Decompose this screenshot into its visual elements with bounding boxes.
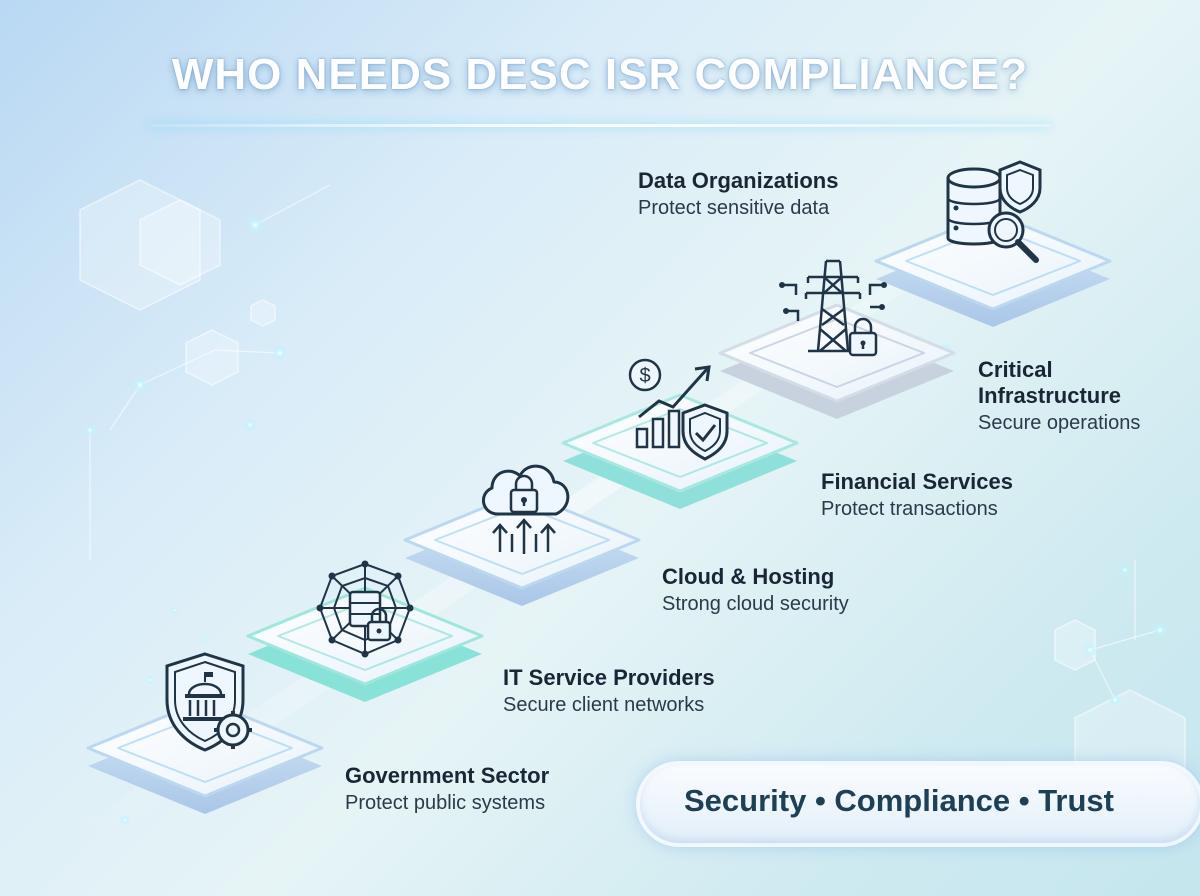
tile-data	[874, 211, 1112, 327]
step-name: Financial Services	[821, 469, 1013, 494]
step-desc: Secure operations	[978, 412, 1141, 434]
tagline-text: Security • Compliance • Trust	[684, 783, 1114, 818]
step-desc: Protect transactions	[821, 498, 998, 520]
step-name-line1: Critical	[978, 357, 1053, 382]
tile-cloud	[403, 490, 641, 606]
government-shield-gear-icon	[165, 652, 252, 752]
step-name-line2: Infrastructure	[978, 383, 1122, 408]
step-name: Government Sector	[345, 763, 550, 788]
cloud-lock-icon	[482, 464, 570, 554]
tile-critical	[718, 303, 956, 419]
step-desc: Strong cloud security	[662, 593, 849, 615]
page-title: WHO NEEDS DESC ISR COMPLIANCE?	[171, 50, 1029, 99]
svg-text:$: $	[639, 365, 650, 387]
title-underline	[150, 124, 1050, 127]
power-tower-lock-icon	[779, 259, 887, 357]
step-desc: Secure client networks	[503, 694, 705, 716]
step-name: IT Service Providers	[503, 665, 715, 690]
tagline-pill	[640, 765, 1200, 843]
step-name: Cloud & Hosting	[662, 564, 835, 589]
step-desc: Protect sensitive data	[638, 197, 830, 219]
step-desc: Protect public systems	[345, 792, 546, 814]
database-shield-search-icon	[946, 160, 1042, 263]
network-server-lock-icon	[316, 560, 414, 658]
step-name: Data Organizations	[638, 168, 839, 193]
finance-chart-shield-icon: $	[628, 358, 729, 461]
